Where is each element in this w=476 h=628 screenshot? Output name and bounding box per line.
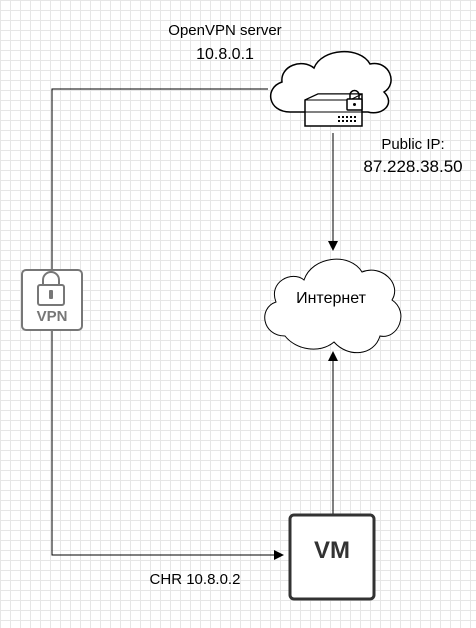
vm-icon[interactable] (288, 513, 376, 601)
openvpn-server-label: OpenVPN server (168, 22, 282, 39)
internet-cloud-icon[interactable] (264, 258, 402, 354)
internet-label: Интернет (296, 290, 366, 307)
vpn-tunnel-line (51, 88, 284, 560)
openvpn-server-ip: 10.8.0.1 (196, 46, 254, 63)
server-lock-icon (346, 89, 363, 111)
public-ip-label: Public IP: (381, 136, 445, 153)
chr-label: CHR 10.8.0.2 (149, 571, 241, 588)
vm-label: VM (314, 537, 350, 564)
cloud-server-lock-icon[interactable] (269, 50, 392, 127)
vpn-label: VPN (36, 308, 68, 325)
vpn-lock-icon[interactable] (21, 269, 83, 331)
public-ip-value: 87.228.38.50 (363, 157, 463, 176)
